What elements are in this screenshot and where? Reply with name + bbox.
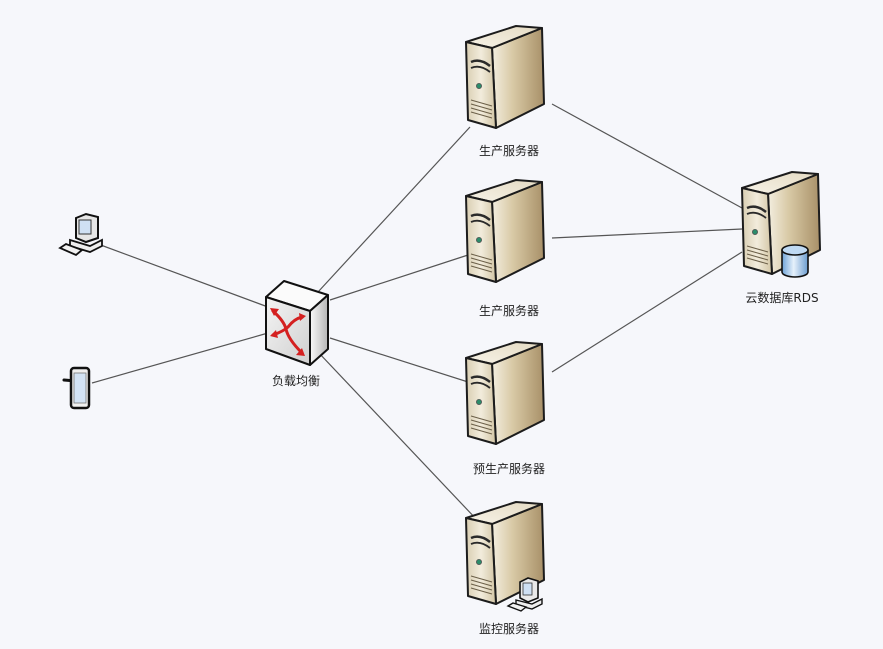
edge-prod2-rds [551, 228, 743, 239]
desktop-computer-icon [58, 212, 103, 257]
edge-pc-lb [97, 243, 269, 308]
edge-lb-prod2 [329, 254, 469, 301]
server-tower-icon [464, 24, 546, 130]
edge-lb-prod1 [317, 126, 471, 293]
edge-prod1-rds [551, 103, 743, 209]
monitor-computer-icon [506, 577, 543, 612]
edge-mobile-lb [91, 332, 269, 384]
cloud-database-label: 云数据库RDS [745, 290, 818, 305]
edge-lb-preprod [329, 337, 469, 383]
server-tower-icon [464, 340, 546, 446]
production-server-1-label: 生产服务器 [479, 143, 539, 158]
monitoring-server-label: 监控服务器 [479, 621, 539, 636]
database-cylinder-icon [781, 244, 809, 278]
load-balancer-node[interactable] [265, 280, 329, 366]
cloud-database-node[interactable] [740, 170, 822, 278]
monitoring-server-node[interactable] [464, 500, 546, 612]
preproduction-server-label: 预生产服务器 [473, 461, 545, 476]
desktop-client-node[interactable] [58, 212, 103, 257]
edge-lb-monitor [317, 351, 479, 522]
preproduction-server-node[interactable] [464, 340, 546, 446]
mobile-client-node[interactable] [62, 366, 91, 410]
edge-preprod-rds [551, 251, 743, 373]
tablet-device-icon [62, 366, 91, 410]
server-tower-icon [464, 178, 546, 284]
production-server-2-label: 生产服务器 [479, 303, 539, 318]
production-server-2-node[interactable] [464, 178, 546, 284]
switch-icon [265, 280, 329, 366]
connections [91, 103, 743, 522]
production-server-1-node[interactable] [464, 24, 546, 130]
load-balancer-label: 负载均衡 [272, 374, 320, 388]
